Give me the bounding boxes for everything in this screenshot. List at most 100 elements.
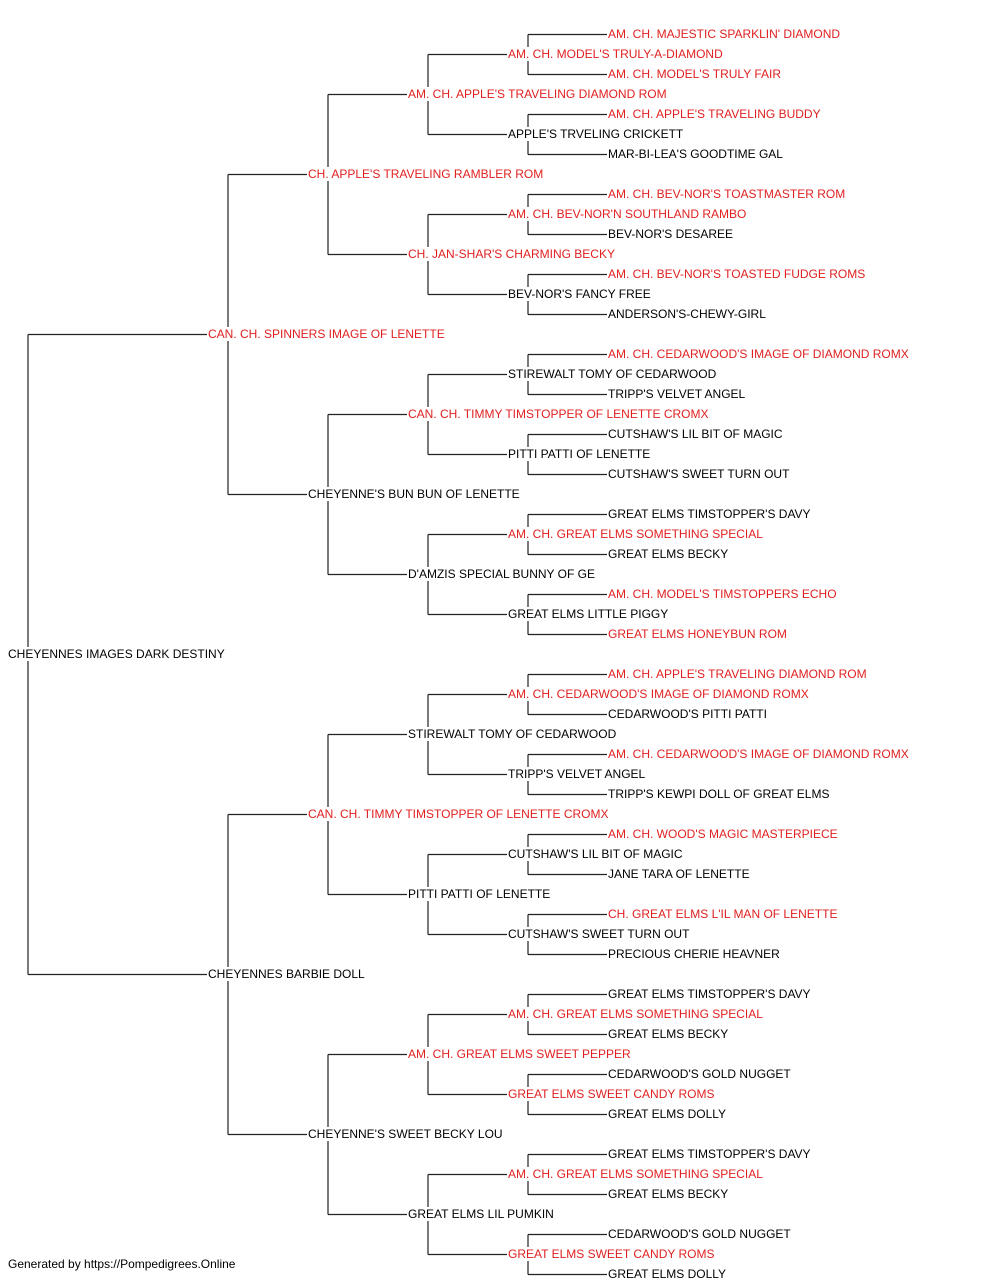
ancestor-name-gen5: BEV-NOR'S DESAREE xyxy=(608,227,733,241)
label-backing xyxy=(507,847,684,861)
ancestor-name-gen5: GREAT ELMS BECKY xyxy=(608,547,728,561)
label-backing xyxy=(607,667,868,681)
ancestor-name-gen5: GREAT ELMS DOLLY xyxy=(608,1267,726,1280)
label-backing xyxy=(507,367,718,381)
ancestor-name-gen4: AM. CH. BEV-NOR'N SOUTHLAND RAMBO xyxy=(508,207,746,221)
label-backing xyxy=(307,807,610,821)
label-backing xyxy=(507,127,685,141)
label-backing xyxy=(507,207,748,221)
ancestor-name-gen4: PITTI PATTI OF LENETTE xyxy=(508,447,650,461)
ancestor-name-gen4: AM. CH. GREAT ELMS SOMETHING SPECIAL xyxy=(508,1007,763,1021)
ancestor-name-gen5: CUTSHAW'S SWEET TURN OUT xyxy=(608,467,790,481)
ancestor-name-gen4: CUTSHAW'S LIL BIT OF MAGIC xyxy=(508,847,683,861)
ancestor-name-gen5: AM. CH. MODEL'S TRULY FAIR xyxy=(608,67,781,81)
label-backing xyxy=(307,167,545,181)
ancestor-name-gen4: STIREWALT TOMY OF CEDARWOOD xyxy=(508,367,717,381)
label-backing xyxy=(607,507,812,521)
ancestor-name-gen5: TRIPP'S KEWPI DOLL OF GREAT ELMS xyxy=(608,787,829,801)
ancestor-name-gen1: CHEYENNES BARBIE DOLL xyxy=(208,967,365,981)
label-backing xyxy=(407,567,596,581)
ancestor-name-gen4: AM. CH. GREAT ELMS SOMETHING SPECIAL xyxy=(508,1167,763,1181)
label-backing xyxy=(607,1187,730,1201)
label-backing xyxy=(507,1247,716,1261)
label-backing xyxy=(607,227,734,241)
ancestor-name-gen5: AM. CH. APPLE'S TRAVELING DIAMOND ROM xyxy=(608,667,867,681)
label-backing xyxy=(607,1147,812,1161)
ancestor-name-gen5: AM. CH. APPLE'S TRAVELING BUDDY xyxy=(608,107,821,121)
label-backing xyxy=(607,27,842,41)
ancestor-name-gen5: AM. CH. CEDARWOOD'S IMAGE OF DIAMOND ROM… xyxy=(608,747,909,761)
label-backing xyxy=(507,1087,716,1101)
ancestor-name-gen5: CH. GREAT ELMS L'IL MAN OF LENETTE xyxy=(608,907,837,921)
ancestor-name-gen5: AM. CH. BEV-NOR'S TOASTMASTER ROM xyxy=(608,187,845,201)
label-backing xyxy=(607,107,822,121)
ancestor-name-gen4: AM. CH. MODEL'S TRULY-A-DIAMOND xyxy=(508,47,723,61)
ancestor-name-gen3: D'AMZIS SPECIAL BUNNY OF GE xyxy=(408,567,595,581)
label-backing xyxy=(7,647,226,661)
label-backing xyxy=(507,447,652,461)
ancestor-name-gen4: AM. CH. CEDARWOOD'S IMAGE OF DIAMOND ROM… xyxy=(508,687,809,701)
label-backing xyxy=(607,1227,793,1241)
ancestor-name-gen4: BEV-NOR'S FANCY FREE xyxy=(508,287,651,301)
label-backing xyxy=(607,947,782,961)
ancestor-name-gen5: GREAT ELMS TIMSTOPPER'S DAVY xyxy=(608,507,811,521)
label-backing xyxy=(407,247,616,261)
label-backing xyxy=(607,307,768,321)
footer-credit: Generated by https://Pompedigrees.Online xyxy=(8,1257,236,1271)
ancestor-name-gen5: AM. CH. BEV-NOR'S TOASTED FUDGE ROMS xyxy=(608,267,865,281)
ancestor-name-gen5: CEDARWOOD'S GOLD NUGGET xyxy=(608,1067,791,1081)
ancestor-name-gen3: PITTI PATTI OF LENETTE xyxy=(408,887,550,901)
ancestor-name-gen5: GREAT ELMS HONEYBUN ROM xyxy=(608,627,787,641)
ancestor-name-gen3: CAN. CH. TIMMY TIMSTOPPER OF LENETTE CRO… xyxy=(408,407,708,421)
label-backing xyxy=(507,687,810,701)
ancestor-name-gen5: TRIPP'S VELVET ANGEL xyxy=(608,387,746,401)
ancestor-name-gen5: GREAT ELMS TIMSTOPPER'S DAVY xyxy=(608,987,811,1001)
ancestor-name-gen5: CUTSHAW'S LIL BIT OF MAGIC xyxy=(608,427,783,441)
label-backing xyxy=(607,267,867,281)
ancestor-name-gen3: AM. CH. APPLE'S TRAVELING DIAMOND ROM xyxy=(408,87,667,101)
ancestor-name-gen5: GREAT ELMS BECKY xyxy=(608,1027,728,1041)
label-backing xyxy=(607,67,783,81)
ancestor-name-gen5: PRECIOUS CHERIE HEAVNER xyxy=(608,947,780,961)
ancestor-name-gen5: GREAT ELMS TIMSTOPPER'S DAVY xyxy=(608,1147,811,1161)
label-backing xyxy=(507,527,765,541)
ancestor-name-gen4: CUTSHAW'S SWEET TURN OUT xyxy=(508,927,690,941)
subject-name: CHEYENNES IMAGES DARK DESTINY xyxy=(8,647,225,661)
label-backing xyxy=(607,627,788,641)
ancestor-name-gen4: APPLE'S TRVELING CRICKETT xyxy=(508,127,684,141)
ancestor-name-gen5: ANDERSON'S-CHEWY-GIRL xyxy=(608,307,766,321)
ancestor-name-gen4: TRIPP'S VELVET ANGEL xyxy=(508,767,646,781)
ancestor-name-gen4: GREAT ELMS SWEET CANDY ROMS xyxy=(508,1247,714,1261)
label-backing xyxy=(407,87,668,101)
ancestor-name-gen1: CAN. CH. SPINNERS IMAGE OF LENETTE xyxy=(208,327,445,341)
label-backing xyxy=(507,1167,765,1181)
ancestor-name-gen3: AM. CH. GREAT ELMS SWEET PEPPER xyxy=(408,1047,631,1061)
label-backing xyxy=(507,287,652,301)
ancestor-name-gen5: MAR-BI-LEA'S GOODTIME GAL xyxy=(608,147,783,161)
ancestor-name-gen5: GREAT ELMS BECKY xyxy=(608,1187,728,1201)
ancestor-name-gen3: STIREWALT TOMY OF CEDARWOOD xyxy=(408,727,617,741)
label-backing xyxy=(407,407,710,421)
ancestor-name-gen5: AM. CH. MAJESTIC SPARKLIN' DIAMOND xyxy=(608,27,840,41)
ancestor-name-gen5: JANE TARA OF LENETTE xyxy=(608,867,750,881)
label-backing xyxy=(507,927,692,941)
label-backing xyxy=(507,607,670,621)
label-backing xyxy=(607,867,751,881)
label-backing xyxy=(607,427,784,441)
label-backing xyxy=(607,547,730,561)
label-backing xyxy=(207,327,446,341)
ancestor-name-gen4: GREAT ELMS LITTLE PIGGY xyxy=(508,607,668,621)
label-backing xyxy=(607,1027,730,1041)
label-backing xyxy=(607,1107,728,1121)
label-backing xyxy=(307,487,521,501)
ancestor-name-gen3: CH. JAN-SHAR'S CHARMING BECKY xyxy=(408,247,615,261)
ancestor-name-gen5: CEDARWOOD'S PITTI PATTI xyxy=(608,707,767,721)
label-backing xyxy=(607,827,839,841)
label-backing xyxy=(607,587,838,601)
ancestor-name-gen3: GREAT ELMS LIL PUMKIN xyxy=(408,1207,554,1221)
label-backing xyxy=(407,727,618,741)
ancestor-name-gen2: CAN. CH. TIMMY TIMSTOPPER OF LENETTE CRO… xyxy=(308,807,608,821)
label-backing xyxy=(607,347,910,361)
label-backing xyxy=(607,787,831,801)
label-backing xyxy=(307,1127,504,1141)
